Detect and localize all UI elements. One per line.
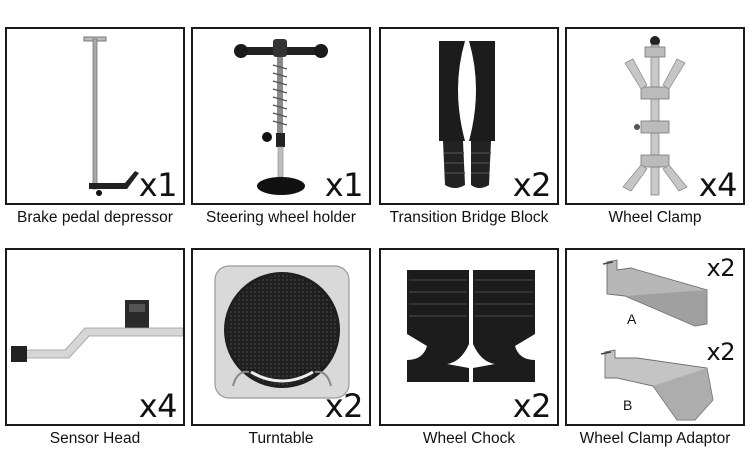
wheel-clamp-adaptor-icon: A B [600,259,714,421]
quantity-text: x4 [138,387,178,425]
quantity-text: x2 [512,387,552,425]
item-label: Wheel Clamp [608,209,702,226]
item-label: Brake pedal depressor [17,209,173,226]
quantity-text-b: x2 [706,338,736,366]
quantity-text: x1 [138,166,178,204]
item-label: Transition Bridge Block [389,209,549,226]
item-label: Sensor Head [49,430,141,447]
wheel-clamp-icon [622,36,688,196]
turntable-icon [214,265,350,399]
quantity-text: x4 [698,166,738,204]
quantity-text-a: x2 [706,254,736,282]
transition-bridge-block-icon [439,41,495,188]
part-b-label: B [623,397,632,413]
item-image-box: x2 [191,248,371,426]
quantity-text: x2 [324,387,364,425]
item-label: Turntable [248,430,314,447]
item-label: Wheel Clamp Adaptor [579,430,731,447]
item-label: Wheel Chock [422,430,516,447]
item-image-box: x4 [565,27,745,205]
item-image-box: x1 [191,27,371,205]
wheel-chock-icon [407,270,535,382]
item-image-box: x2 [379,248,559,426]
item-image-box: A B x2 x2 [565,248,745,426]
item-image-box: x1 [5,27,185,205]
quantity-text: x1 [324,166,364,204]
item-image-box: x2 [379,27,559,205]
item-label: Steering wheel holder [206,209,356,226]
item-image-box: x4 [5,248,185,426]
steering-wheel-holder-icon [234,39,328,195]
sensor-head-icon [11,300,183,362]
part-a-label: A [627,311,637,327]
brake-pedal-depressor-icon [83,36,139,196]
quantity-text: x2 [512,166,552,204]
